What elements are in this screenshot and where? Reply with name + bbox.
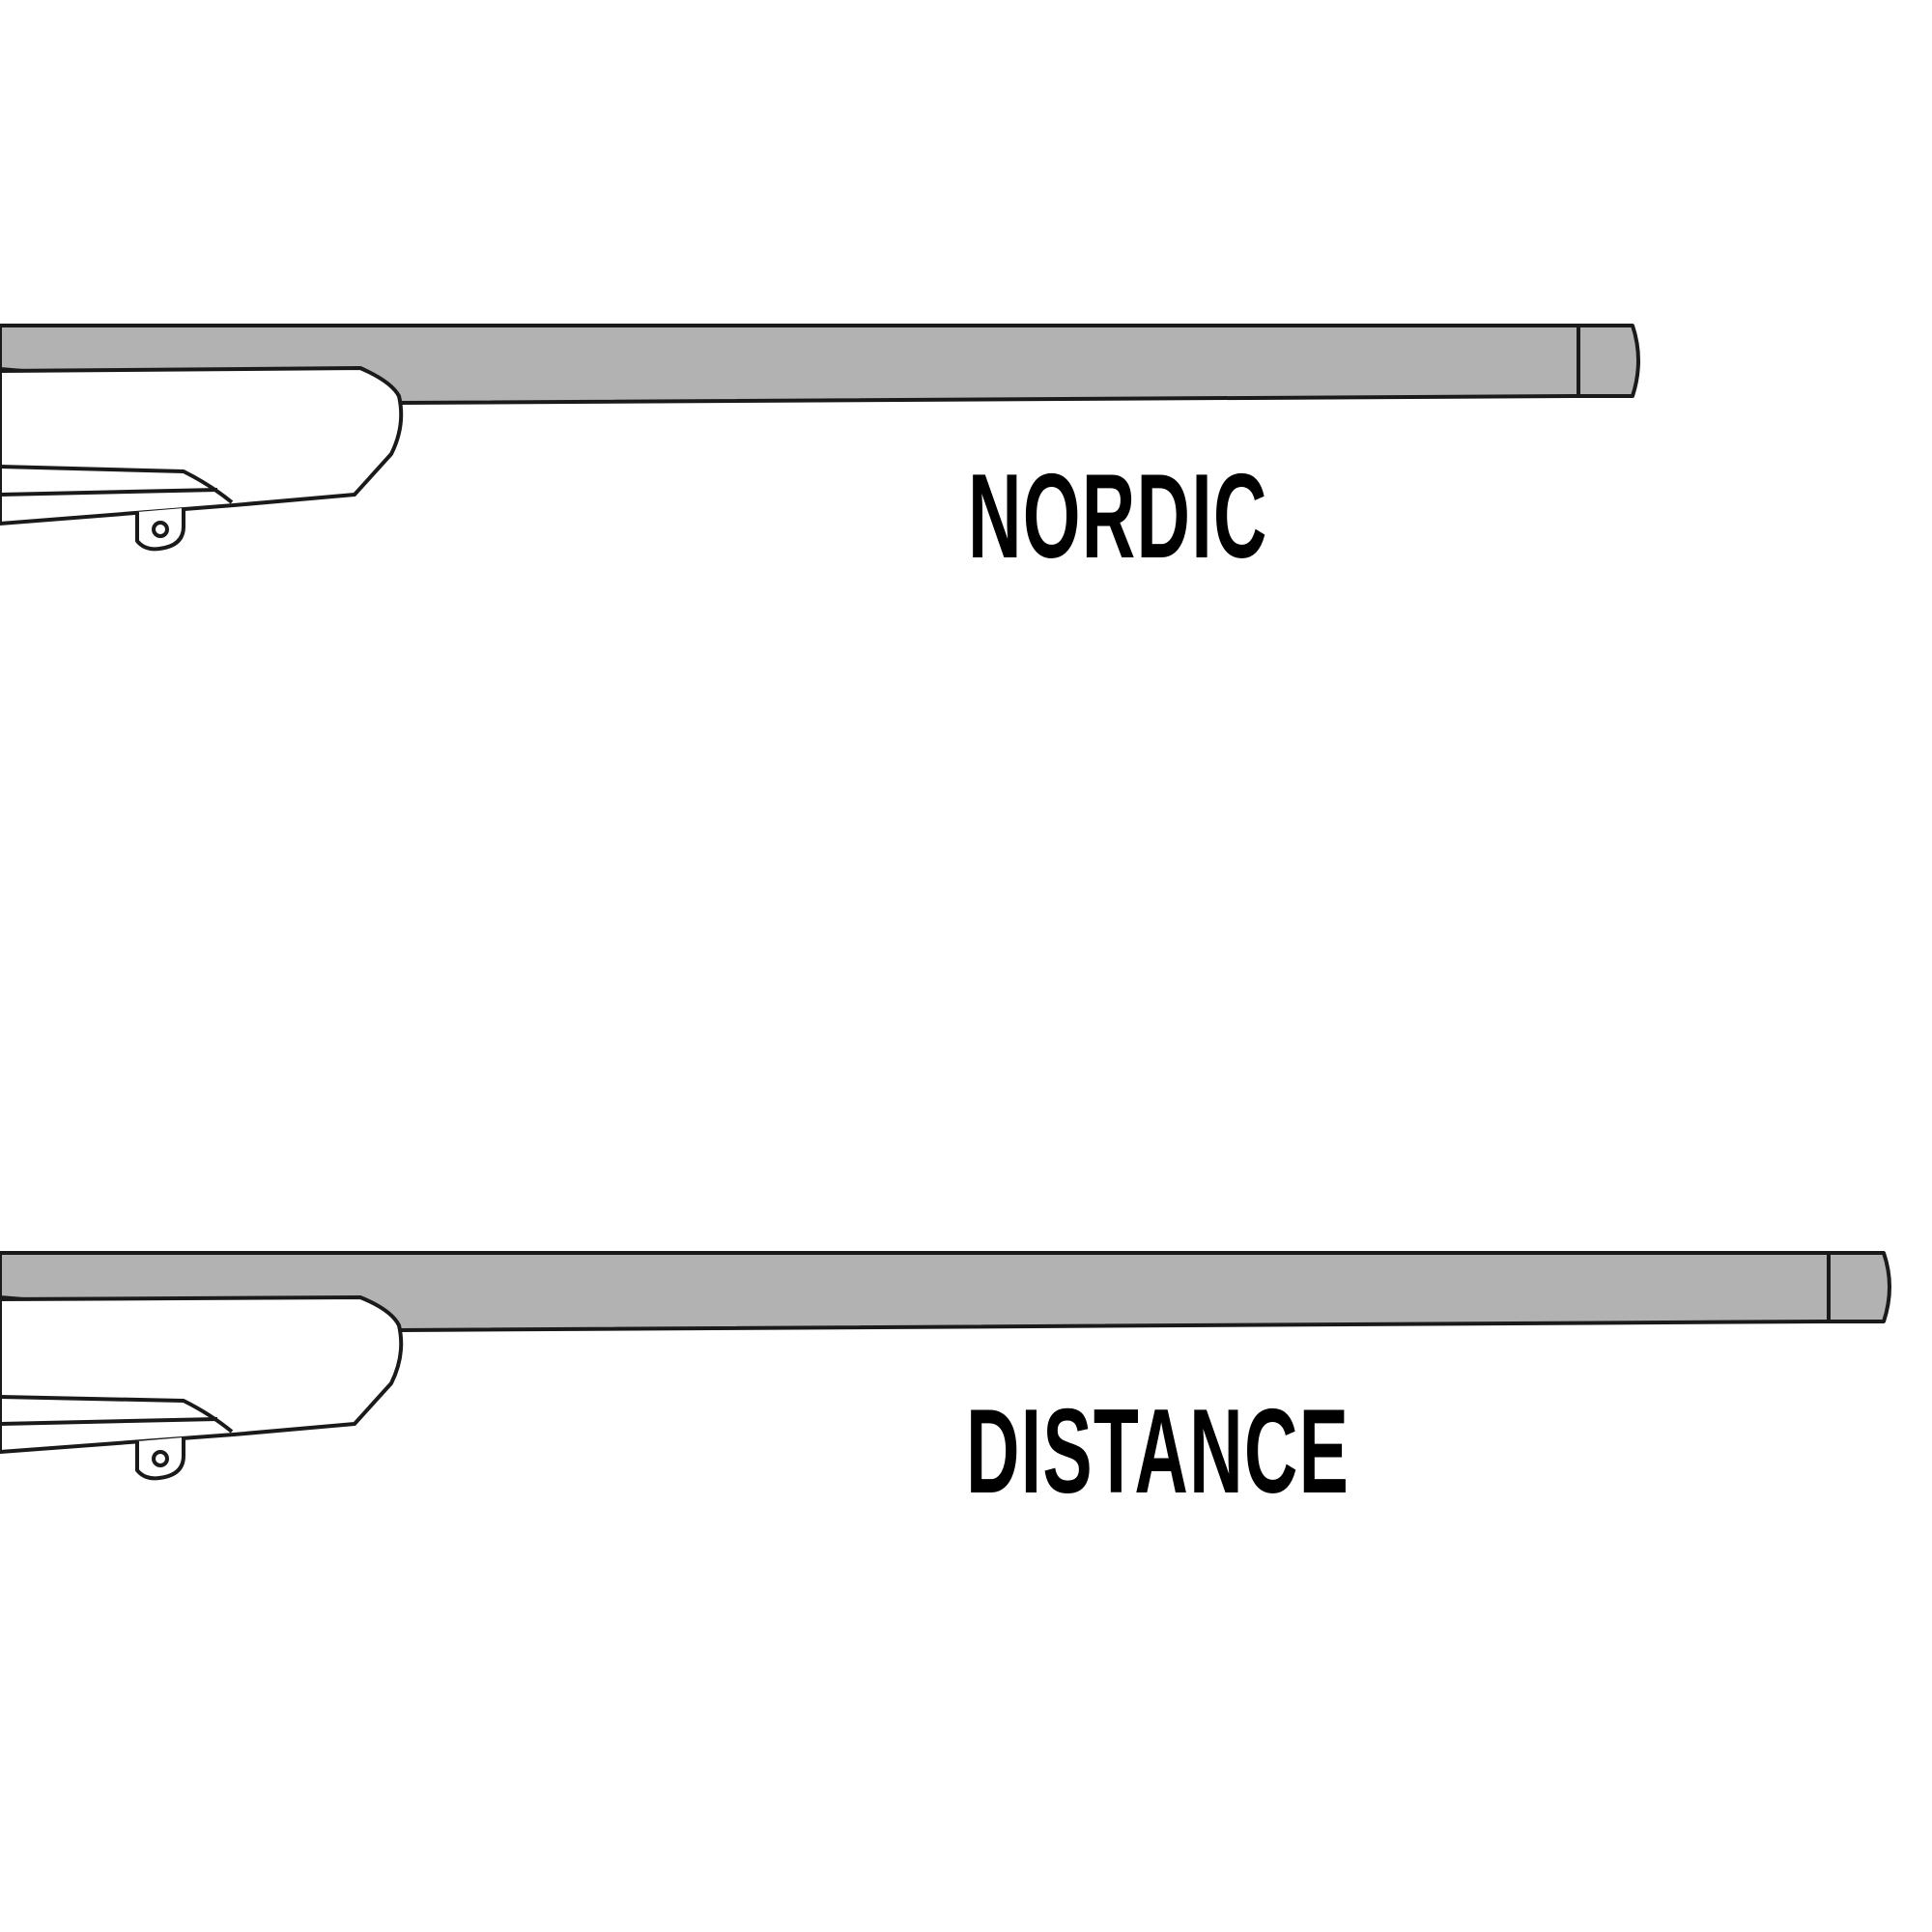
nordic-forend-line bbox=[0, 465, 234, 504]
distance-label: DISTANCE bbox=[966, 1385, 1350, 1519]
distance-stock bbox=[0, 1295, 404, 1454]
distance-forend-line bbox=[0, 1395, 234, 1434]
nordic-label: NORDIC bbox=[968, 450, 1268, 583]
nordic-barrel bbox=[0, 324, 1640, 405]
rifle-nordic-drawing bbox=[0, 324, 1640, 552]
nordic-forend-line-2 bbox=[0, 488, 218, 497]
distance-barrel bbox=[0, 1251, 1891, 1332]
distance-forend-line-2 bbox=[0, 1417, 218, 1426]
nordic-stock bbox=[0, 366, 404, 526]
rifle-distance-drawing bbox=[0, 1251, 1891, 1481]
